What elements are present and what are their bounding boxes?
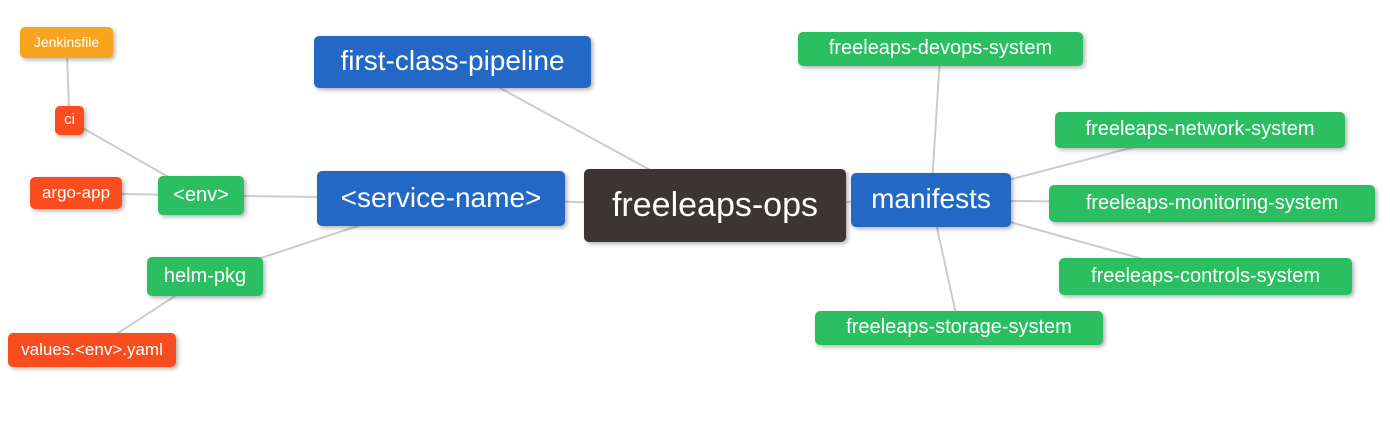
node-values-env-yaml[interactable]: values.<env>.yaml <box>8 333 176 367</box>
node-label: <service-name> <box>340 181 542 213</box>
node-freeleaps-devops-system[interactable]: freeleaps-devops-system <box>798 32 1083 66</box>
node-label: freeleaps-storage-system <box>846 316 1072 338</box>
node-label: freeleaps-devops-system <box>828 37 1053 59</box>
node-freeleaps-monitoring-system[interactable]: freeleaps-monitoring-system <box>1049 185 1375 222</box>
node-label: manifests <box>871 183 991 214</box>
node-helm-pkg[interactable]: helm-pkg <box>147 257 263 296</box>
node-freeleaps-storage-system[interactable]: freeleaps-storage-system <box>815 311 1103 345</box>
node-env[interactable]: <env> <box>158 176 244 215</box>
node-label: first-class-pipeline <box>340 45 565 76</box>
node-freeleaps-ops[interactable]: freeleaps-ops <box>584 169 846 242</box>
node-label: freeleaps-monitoring-system <box>1085 191 1339 214</box>
node-label: ci <box>64 111 75 128</box>
node-label: Jenkinsfile <box>33 33 100 50</box>
node-label: <env> <box>173 183 229 206</box>
node-label: freeleaps-ops <box>611 185 818 224</box>
node-first-class-pipeline[interactable]: first-class-pipeline <box>314 36 591 88</box>
node-freeleaps-controls-system[interactable]: freeleaps-controls-system <box>1059 258 1352 295</box>
node-manifests[interactable]: manifests <box>851 173 1011 227</box>
node-label: values.<env>.yaml <box>21 339 163 359</box>
node-argo-app[interactable]: argo-app <box>30 177 122 209</box>
node-ci[interactable]: ci <box>55 106 84 135</box>
node-freeleaps-network-system[interactable]: freeleaps-network-system <box>1055 112 1345 148</box>
node-label: freeleaps-network-system <box>1085 118 1315 140</box>
node-label: argo-app <box>41 182 111 202</box>
node-label: helm-pkg <box>163 264 247 287</box>
node-service-name[interactable]: <service-name> <box>317 171 565 226</box>
node-label: freeleaps-controls-system <box>1091 264 1320 287</box>
node-jenkinsfile[interactable]: Jenkinsfile <box>20 27 113 58</box>
